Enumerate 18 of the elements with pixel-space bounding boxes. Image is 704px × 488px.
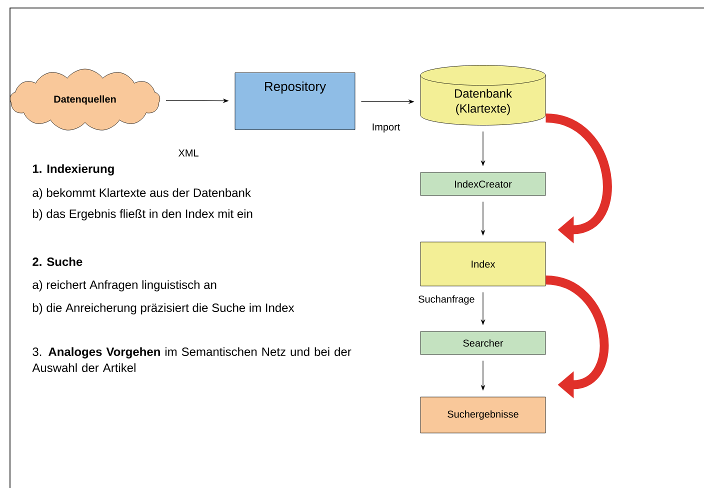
edge-label: Suchanfrage bbox=[418, 295, 474, 305]
process-box: Searcher bbox=[420, 331, 546, 355]
curved-arrow bbox=[545, 276, 609, 398]
process-box: Repository bbox=[234, 72, 356, 130]
list-item: b) das Ergebnis fließt in den Index mit ein bbox=[32, 209, 252, 220]
database-cylinder: Datenbank (Klartexte) bbox=[420, 65, 546, 126]
process-box: Suchergebnisse bbox=[420, 396, 546, 434]
list-item: 3. Analoges Vorgehen im Semantischen Netz und bei der Auswahl der Artikel bbox=[32, 347, 352, 372]
heading: 1. Indexierung bbox=[32, 164, 114, 176]
list-item: a) reichert Anfragen linguistisch an bbox=[32, 280, 216, 292]
heading: 2. Suche bbox=[32, 257, 82, 266]
list-item: a) bekommt Klartexte aus der Datenbank bbox=[32, 188, 251, 200]
curved-arrow bbox=[545, 114, 612, 244]
process-box: IndexCreator bbox=[420, 172, 546, 196]
edge-label: XML bbox=[178, 150, 198, 156]
process-box: Index bbox=[420, 242, 546, 286]
edge-label: Import bbox=[372, 124, 400, 132]
list-item: b) die Anreicherung präzisiert die Suche im Index bbox=[32, 303, 294, 314]
